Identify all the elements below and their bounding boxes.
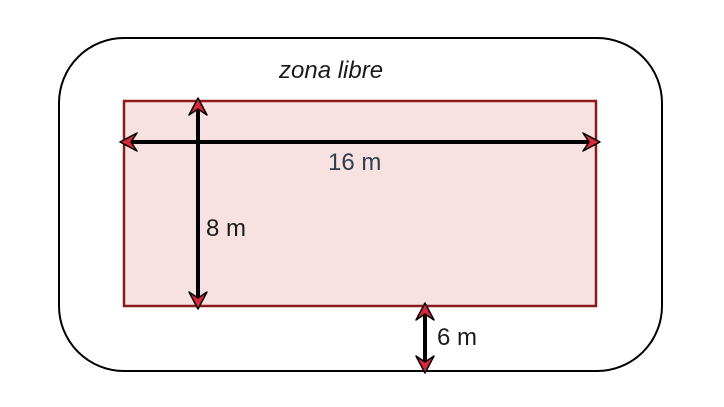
width-dimension-arrow — [188, 97, 208, 310]
arrowhead-clearance-bottom — [415, 355, 435, 374]
length-dimension-arrow — [119, 132, 601, 152]
clearance-label: 6 m — [437, 324, 478, 351]
court-rectangle — [122, 99, 598, 308]
arrowhead-right — [582, 132, 601, 152]
arrowhead-top — [188, 97, 208, 116]
free-zone-label: zona libre — [279, 57, 384, 84]
arrowhead-left — [119, 132, 138, 152]
clearance-dimension-arrow — [415, 302, 435, 374]
width-label: 8 m — [206, 215, 247, 242]
arrowhead-bottom — [188, 291, 208, 310]
arrowhead-clearance-top — [415, 302, 435, 321]
length-label: 16 m — [328, 149, 382, 176]
